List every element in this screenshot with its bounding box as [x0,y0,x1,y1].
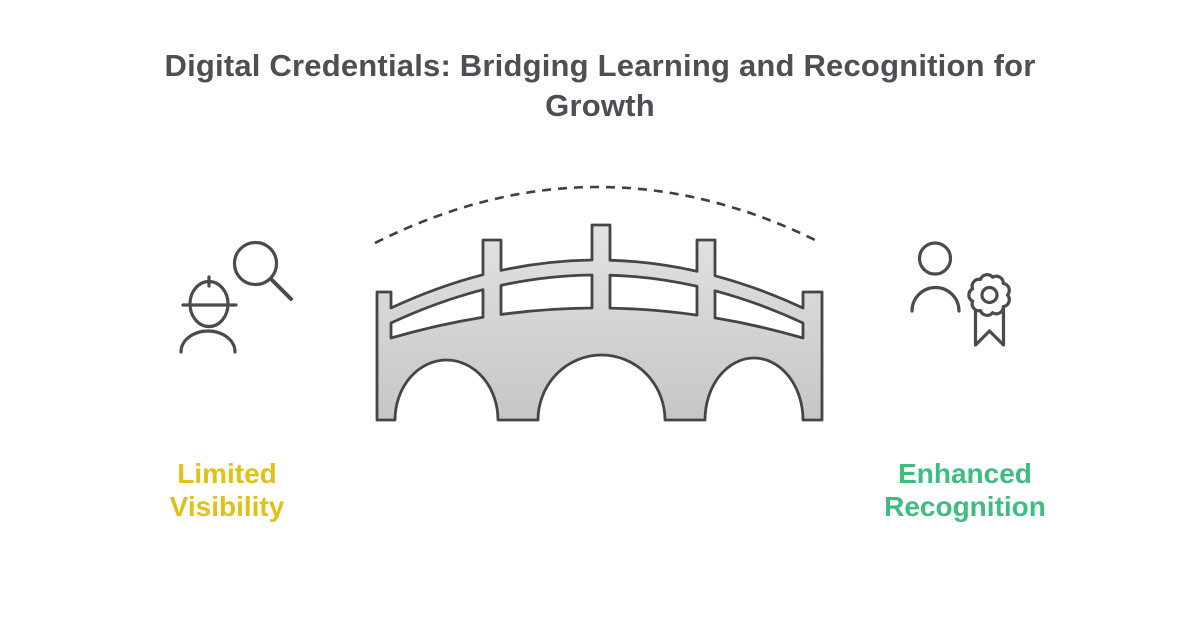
page-title-line2: Growth [545,88,655,123]
person-search-icon [179,240,293,354]
award-rosette-center [980,285,999,305]
limited-visibility-label: Limited Visibility [169,458,285,522]
page-title: Digital Credentials: Bridging Learning a… [70,46,1130,126]
bridge-illustration [374,185,824,422]
magnifier-handle [269,277,293,301]
person-shoulders [910,285,961,313]
worker-shoulders [179,329,237,354]
enhanced-recognition-label: Enhanced Recognition [884,458,1046,522]
bridge-icon [375,223,824,422]
person-award-icon [910,241,1011,347]
dashed-arc [374,185,816,245]
award-rosette [967,273,1011,317]
person-head [917,241,953,276]
page-title-line1: Digital Credentials: Bridging Learning a… [164,48,1036,83]
magnifier-lens [232,240,279,287]
